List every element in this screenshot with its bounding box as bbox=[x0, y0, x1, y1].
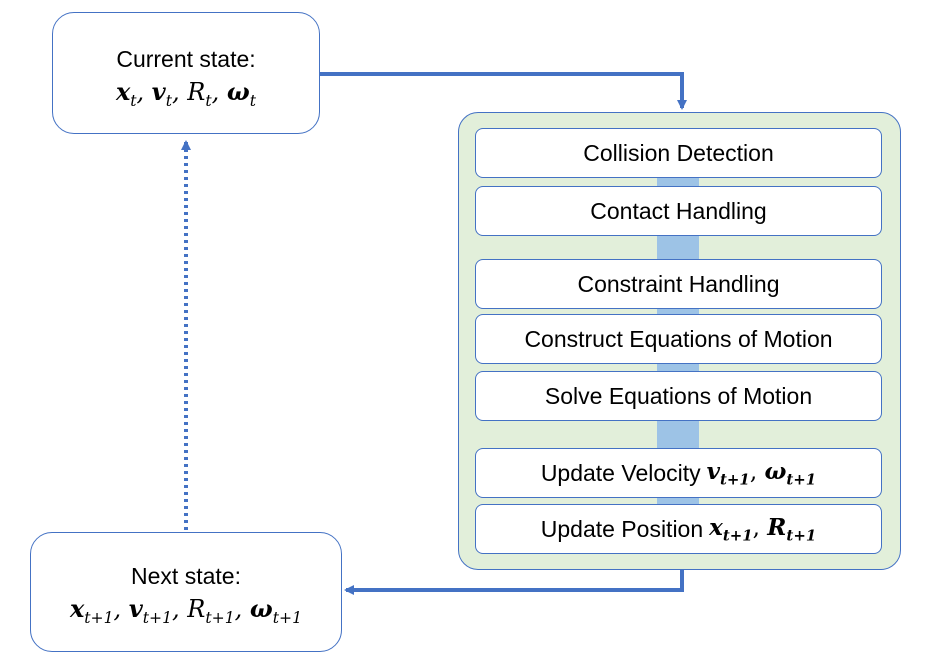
step-constraint-handling: Constraint Handling bbox=[475, 259, 882, 309]
step-label: Construct Equations of Motion bbox=[524, 325, 833, 352]
step-label: Update Position bbox=[540, 515, 704, 542]
next-state-box: Next state: xt+1, vt+1, Rt+1, ωt+1 bbox=[30, 532, 342, 652]
current-state-box: Current state: xt, vt, Rt, ωt bbox=[52, 12, 320, 134]
step-label: Collision Detection bbox=[583, 139, 774, 166]
current-state-vars: xt, vt, Rt, ωt bbox=[115, 77, 257, 110]
step-construct-eom: Construct Equations of Motion bbox=[475, 314, 882, 364]
step-collision-detection: Collision Detection bbox=[475, 128, 882, 178]
step-label: Constraint Handling bbox=[577, 270, 780, 297]
step-label: Solve Equations of Motion bbox=[544, 382, 813, 409]
arrow-current-to-pipeline bbox=[320, 72, 687, 110]
next-state-vars: xt+1, vt+1, Rt+1, ωt+1 bbox=[69, 594, 303, 627]
step-label: Update Velocity bbox=[540, 459, 701, 486]
step-label: Contact Handling bbox=[590, 197, 767, 224]
step-math: vt+1, ωt+1 bbox=[706, 457, 817, 489]
step-update-position: Update Position xt+1, Rt+1 bbox=[475, 504, 882, 554]
step-contact-handling: Contact Handling bbox=[475, 186, 882, 236]
current-state-label: Current state: bbox=[116, 46, 256, 72]
step-solve-eom: Solve Equations of Motion bbox=[475, 371, 882, 421]
step-update-velocity: Update Velocity vt+1, ωt+1 bbox=[475, 448, 882, 498]
next-state-label: Next state: bbox=[131, 563, 241, 589]
arrow-pipeline-to-next bbox=[344, 570, 684, 595]
step-math: xt+1, Rt+1 bbox=[709, 513, 817, 545]
simulation-pipeline: Collision Detection Contact Handling Con… bbox=[458, 112, 901, 570]
